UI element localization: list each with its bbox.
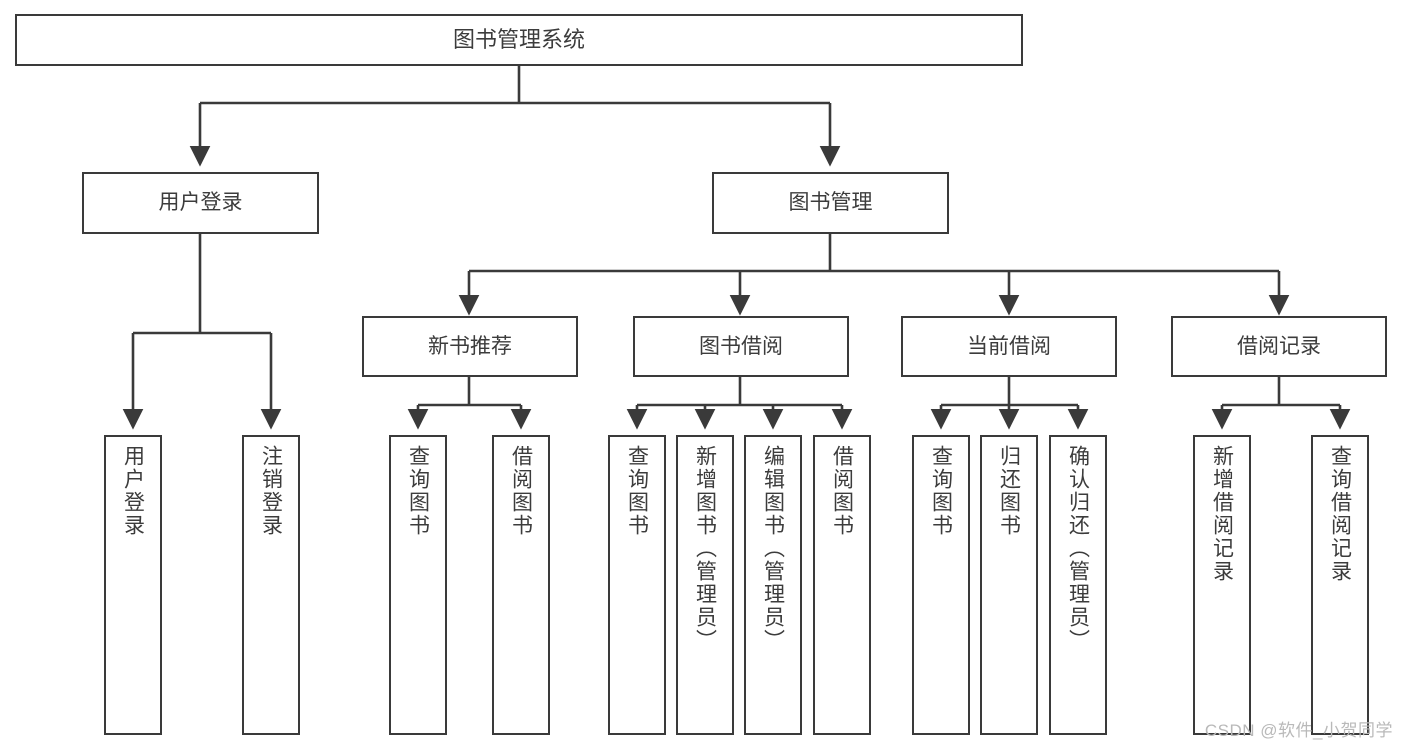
leaf-record-add-record[interactable]: 新增借阅记录 [1193,435,1251,735]
node-label: 借阅图书 [509,445,533,537]
leaf-current-confirm-return[interactable]: 确认归还（管理员） [1049,435,1107,735]
node-label: 图书管理 [788,191,873,215]
node-label: 借阅记录 [1237,334,1321,358]
node-root-system[interactable]: 图书管理系统 [15,14,1023,66]
leaf-user-login-login[interactable]: 用户登录 [104,435,162,735]
node-label: 归还图书 [997,445,1021,537]
node-label: 借阅图书 [830,445,854,537]
leaf-recommend-query-book[interactable]: 查询图书 [389,435,447,735]
node-label: 查询图书 [625,445,649,537]
node-label: 新书推荐 [428,334,512,358]
leaf-record-query-record[interactable]: 查询借阅记录 [1311,435,1369,735]
leaf-borrow-add-book[interactable]: 新增图书（管理员） [676,435,734,735]
node-label: 查询借阅记录 [1328,445,1352,583]
node-user-login[interactable]: 用户登录 [82,172,319,234]
node-label: 查询图书 [929,445,953,537]
leaf-current-return-book[interactable]: 归还图书 [980,435,1038,735]
node-label: 用户登录 [121,445,145,537]
node-current-borrow[interactable]: 当前借阅 [901,316,1117,377]
node-label: 注销登录 [259,445,283,537]
node-borrow-record[interactable]: 借阅记录 [1171,316,1387,377]
leaf-user-login-logout[interactable]: 注销登录 [242,435,300,735]
node-book-borrow[interactable]: 图书借阅 [633,316,849,377]
node-label: 图书管理系统 [452,26,585,52]
node-label: 当前借阅 [967,334,1051,358]
node-label: 查询图书 [406,445,430,537]
node-label: 用户登录 [158,191,243,215]
node-book-management[interactable]: 图书管理 [712,172,949,234]
node-label: 编辑图书（管理员） [761,445,785,652]
node-label: 新增图书（管理员） [693,445,717,652]
leaf-recommend-borrow-book[interactable]: 借阅图书 [492,435,550,735]
watermark: CSDN @软件_小贺同学 [1204,721,1393,740]
node-label: 确认归还（管理员） [1066,445,1090,652]
node-new-book-recommend[interactable]: 新书推荐 [362,316,578,377]
leaf-borrow-edit-book[interactable]: 编辑图书（管理员） [744,435,802,735]
node-label: 新增借阅记录 [1210,445,1234,583]
leaf-borrow-borrow-book[interactable]: 借阅图书 [813,435,871,735]
leaf-borrow-query-book[interactable]: 查询图书 [608,435,666,735]
leaf-current-query-book[interactable]: 查询图书 [912,435,970,735]
node-label: 图书借阅 [699,334,783,358]
